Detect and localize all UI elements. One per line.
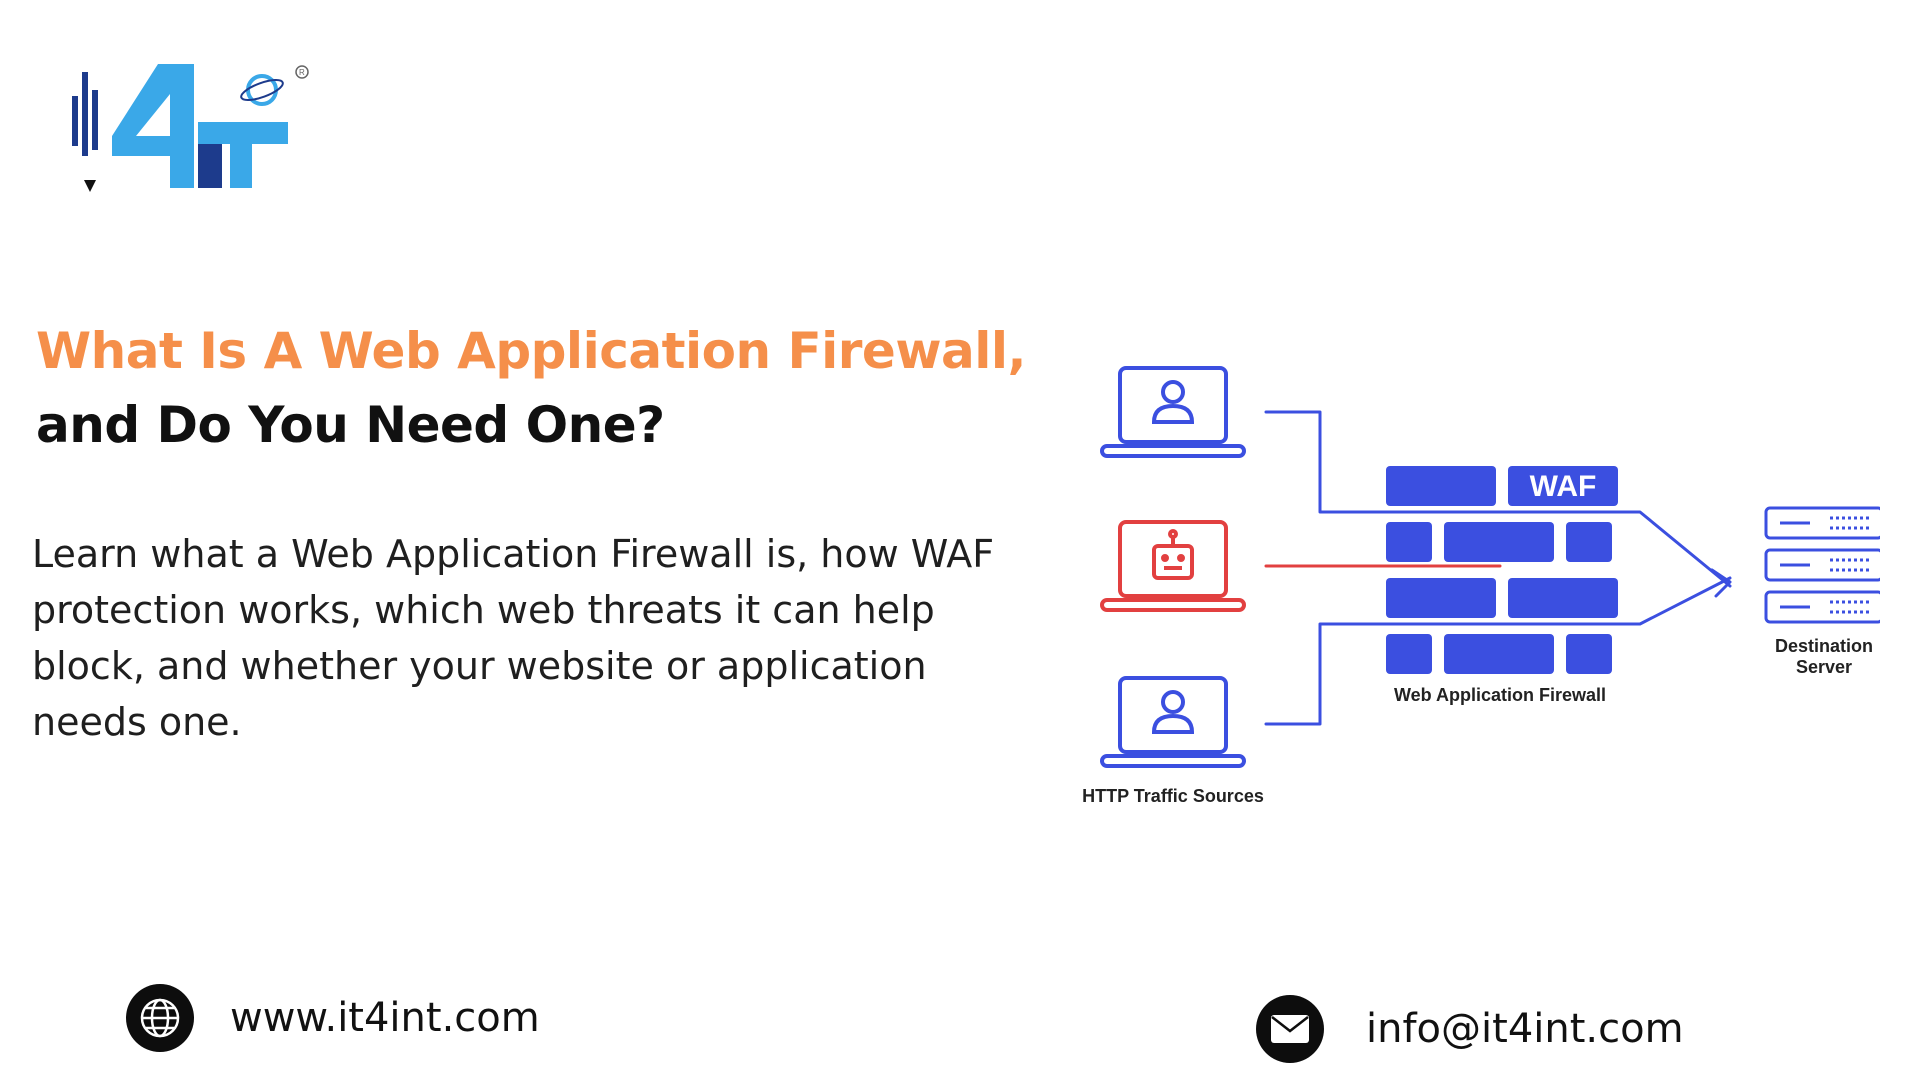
- envelope-icon: [1256, 995, 1324, 1063]
- globe-icon: [126, 984, 194, 1052]
- website-link[interactable]: www.it4int.com: [230, 995, 540, 1041]
- logo-t-bar: [198, 122, 288, 144]
- company-logo: R: [72, 64, 309, 192]
- registered-mark: [295, 65, 309, 79]
- logo-four-cut: [136, 94, 170, 136]
- logo-t-stem: [230, 144, 252, 188]
- server-label-line-2: Server: [1796, 657, 1852, 677]
- waf-badge: WAF: [1530, 470, 1597, 503]
- server-label-line-1: Destination: [1775, 636, 1873, 656]
- page-title-line-2: and Do You Need One?: [36, 396, 665, 454]
- email-link[interactable]: info@it4int.com: [1366, 1006, 1684, 1052]
- arrow-head: [1710, 568, 1732, 598]
- website-contact[interactable]: www.it4int.com: [126, 984, 540, 1052]
- logo-bar: [82, 72, 88, 156]
- svg-text:R: R: [299, 68, 305, 77]
- firewall-wall: [1386, 466, 1618, 674]
- logo-bar: [92, 90, 98, 150]
- logo-bar: [72, 96, 78, 146]
- description-paragraph: Learn what a Web Application Firewall is…: [32, 532, 995, 744]
- logo-i-stem: [198, 144, 222, 188]
- waf-label: Web Application Firewall: [1394, 685, 1606, 705]
- user-laptop-icon: [1100, 676, 1246, 768]
- waf-diagram: HTTP Traffic Sources WAF Web Application…: [1082, 366, 1880, 806]
- server-rack-icon: [1764, 506, 1880, 624]
- sources-label: HTTP Traffic Sources: [1082, 786, 1264, 806]
- bot-laptop-icon: [1100, 520, 1246, 612]
- page-title-line-1: What Is A Web Application Firewall,: [36, 322, 1027, 380]
- user-laptop-icon: [1100, 366, 1246, 458]
- traffic-line-top: [1264, 410, 1732, 588]
- logo-pen-tip: [84, 180, 96, 192]
- email-contact[interactable]: info@it4int.com: [1256, 995, 1684, 1063]
- traffic-line-bottom: [1264, 576, 1732, 726]
